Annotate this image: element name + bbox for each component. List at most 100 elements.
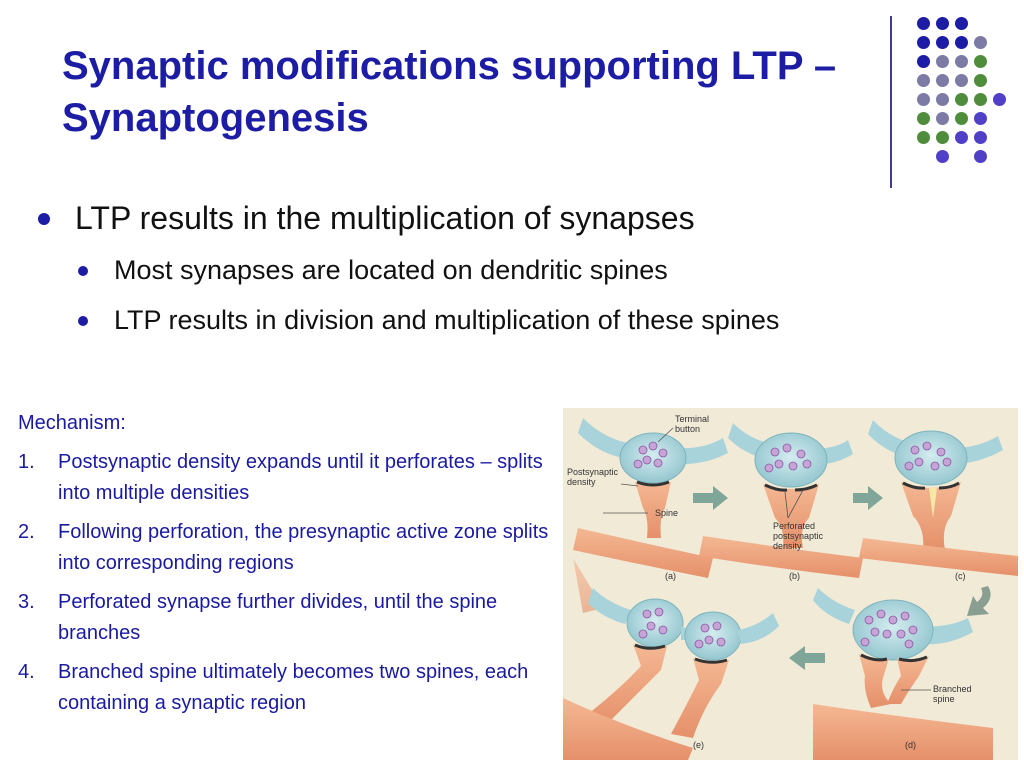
spine	[763, 484, 819, 548]
decor-dot	[917, 55, 930, 68]
terminal-button	[619, 432, 687, 484]
sub-bullet-marker	[78, 316, 88, 326]
label-panel-a: (a)	[665, 571, 676, 581]
step-number: 1.	[18, 451, 35, 473]
spine	[859, 654, 891, 708]
decor-dot	[917, 74, 930, 87]
bullet-item: LTP results in the multiplication of syn…	[38, 196, 695, 240]
sub-bullet-marker	[78, 266, 88, 276]
spine	[671, 658, 729, 738]
synaptic-vesicles	[860, 609, 918, 649]
step-text: Following perforation, the presynaptic a…	[58, 521, 549, 574]
step-text: Branched spine ultimately becomes two sp…	[58, 661, 529, 714]
step-number: 4.	[18, 661, 35, 683]
label-branched-spine: Branched	[933, 684, 972, 694]
panel-d: Branched spine (d)	[813, 588, 993, 760]
label-postsynaptic-density: Postsynaptic	[567, 467, 619, 477]
decor-dot	[974, 74, 987, 87]
sub-bullet-item: LTP results in division and multiplicati…	[78, 302, 779, 338]
terminal-button	[684, 611, 742, 661]
label-perforated-density: postsynaptic	[773, 531, 824, 541]
postsynaptic-density	[764, 483, 788, 492]
spine	[887, 656, 929, 704]
dendrite-shaft	[813, 704, 993, 760]
label-panel-b: (b)	[789, 571, 800, 581]
decor-dot	[993, 93, 1006, 106]
decor-dot	[936, 74, 949, 87]
label-terminal-button: button	[675, 424, 700, 434]
bullet-marker	[38, 213, 50, 225]
label-perforated-density: density	[773, 541, 802, 551]
decor-dot	[917, 36, 930, 49]
arrow-down-icon	[967, 586, 991, 616]
decor-dot	[936, 55, 949, 68]
decor-dot	[974, 150, 987, 163]
dendrite-shaft	[699, 536, 863, 578]
axon-shaft	[578, 418, 628, 458]
decor-dot	[974, 93, 987, 106]
label-spine: Spine	[655, 508, 678, 518]
decor-dot	[936, 150, 949, 163]
decor-dot	[955, 74, 968, 87]
mechanism-step: 4. Branched spine ultimately becomes two …	[18, 657, 563, 719]
arrow-left-icon	[789, 646, 825, 670]
slide-title: Synaptic modifications supporting LTP – …	[62, 44, 837, 140]
arrow-right-icon	[693, 486, 728, 510]
label-panel-d: (d)	[905, 740, 916, 750]
decor-dot	[955, 17, 968, 30]
decor-dot	[955, 131, 968, 144]
label-postsynaptic-density: density	[567, 477, 596, 487]
step-text: Postsynaptic density expands until it pe…	[58, 451, 543, 504]
spine	[635, 482, 671, 538]
step-number: 2.	[18, 521, 35, 543]
synaptic-vesicles	[904, 441, 952, 471]
sub-bullet-text: LTP results in division and multiplicati…	[114, 305, 780, 335]
decor-dot	[936, 17, 949, 30]
mechanism-steps: 1. Postsynaptic density expands until it …	[18, 447, 563, 719]
spine	[583, 644, 667, 728]
terminal-button	[894, 430, 968, 486]
decor-dot	[974, 112, 987, 125]
label-panel-e: (e)	[693, 740, 704, 750]
synaptic-vesicles	[633, 441, 668, 469]
label-panel-c: (c)	[955, 571, 966, 581]
dendrite-shaft	[563, 698, 693, 760]
spine	[901, 482, 961, 550]
mechanism-heading: Mechanism:	[18, 412, 126, 434]
sub-bullet-text: Most synapses are located on dendritic s…	[114, 255, 668, 285]
mechanism-section: Mechanism: 1. Postsynaptic density expand…	[18, 408, 563, 719]
label-branched-spine: spine	[933, 694, 955, 704]
decor-dot	[974, 131, 987, 144]
sub-bullet-item: Most synapses are located on dendritic s…	[78, 252, 668, 288]
decor-dot	[936, 131, 949, 144]
synaptogenesis-figure: Terminal button Postsynaptic density Spi…	[563, 408, 1018, 760]
decor-dot	[955, 93, 968, 106]
decor-dot	[917, 17, 930, 30]
panel-e: (e)	[563, 588, 779, 760]
decor-dot	[936, 93, 949, 106]
terminal-button	[626, 598, 684, 648]
decor-dot	[974, 55, 987, 68]
spine-split	[929, 488, 937, 518]
synapse-diagram: Terminal button Postsynaptic density Spi…	[563, 414, 1018, 760]
decor-dot	[974, 36, 987, 49]
mechanism-step: 3.Perforated synapse further divides, un…	[18, 587, 563, 649]
arrow-right-icon	[853, 486, 883, 510]
dendrite-shaft	[859, 538, 1018, 576]
dendrite-shaft	[573, 528, 713, 578]
label-perforated-density: Perforated	[773, 521, 815, 531]
panel-a: Terminal button Postsynaptic density Spi…	[567, 414, 728, 613]
decor-dot	[936, 36, 949, 49]
bullet-text: LTP results in the multiplication of syn…	[75, 200, 695, 236]
step-text: Perforated synapse further divides, unti…	[58, 591, 498, 644]
decor-dot	[917, 93, 930, 106]
mechanism-step: 1. Postsynaptic density expands until it …	[18, 447, 563, 509]
terminal-button	[754, 432, 828, 488]
title-divider-line	[890, 16, 892, 188]
decor-dot	[955, 55, 968, 68]
panel-b: Perforated postsynaptic density (b)	[699, 423, 863, 581]
decor-dot	[917, 131, 930, 144]
mechanism-step: 2. Following perforation, the presynaptic…	[18, 517, 563, 579]
label-terminal-button: Terminal	[675, 414, 709, 424]
postsynaptic-density	[636, 480, 670, 487]
